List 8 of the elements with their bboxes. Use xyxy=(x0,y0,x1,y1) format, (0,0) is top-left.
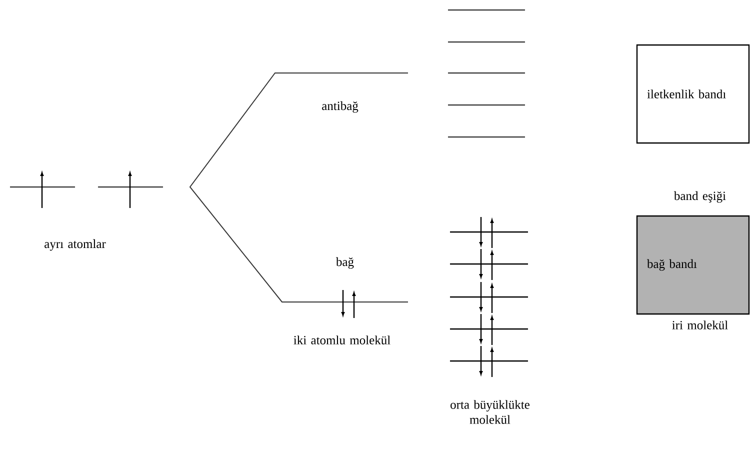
level-label: band eşiği xyxy=(674,191,726,203)
level-label: bağ xyxy=(336,257,354,269)
level-label: iki atomlu molekül xyxy=(294,336,390,344)
band-box: bağ bandı xyxy=(636,215,750,315)
level-label: antibağ xyxy=(322,101,358,113)
level-label: orta büyüklükte molekül xyxy=(450,400,530,424)
level-label: ayrı atomlar xyxy=(44,239,106,251)
band-box: iletkenlik bandı xyxy=(636,44,750,144)
